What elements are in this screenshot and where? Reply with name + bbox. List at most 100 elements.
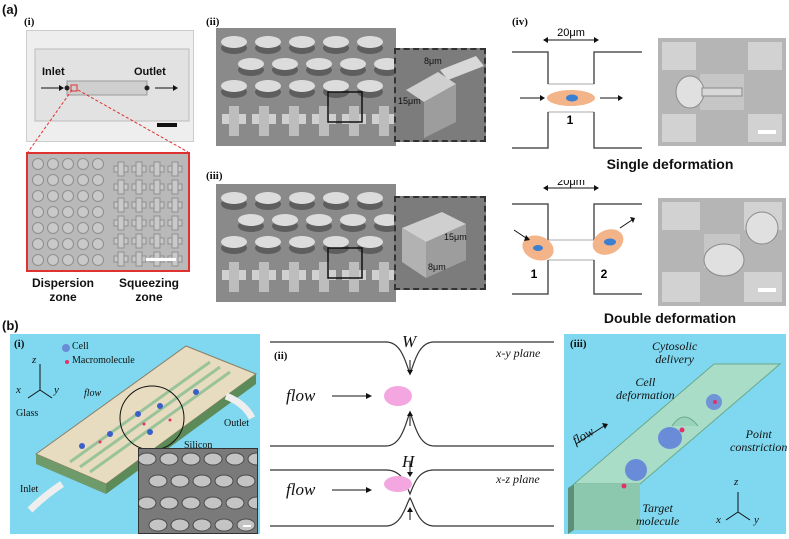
sem-b-pillar <box>214 474 234 488</box>
outlet-label-b: Outlet <box>224 418 249 429</box>
sem-pillar-top <box>255 80 281 92</box>
sem-pillar-top <box>374 214 396 226</box>
pillar-circle <box>62 206 74 218</box>
pillar-cross <box>135 251 143 267</box>
dim-8um-iii: 8μm <box>428 262 446 272</box>
panel-b-i-label: (i) <box>14 338 25 350</box>
sem-cross <box>349 106 359 136</box>
dim-15um-iii: 15μm <box>444 232 467 242</box>
target-molecule-label: Target molecule <box>636 501 680 528</box>
dispersion-zone-label: Dispersion zone <box>31 276 94 304</box>
cytosolic-delivery-label: Cytosolic delivery <box>652 339 698 366</box>
double-deformation-schematic: 20μm 1 2 <box>512 180 642 295</box>
sem-b-pillar <box>170 518 190 532</box>
sem-pillar-top <box>238 58 264 70</box>
axis-z-i: z <box>32 354 37 366</box>
axis-z-iii: z <box>734 476 739 488</box>
pillar-cross <box>153 233 161 249</box>
chip-outlet-label: Outlet <box>134 66 166 78</box>
sem-zoom-box <box>327 247 363 279</box>
sem-pillar-top <box>255 236 281 248</box>
zoom-lines <box>27 89 189 153</box>
pillar-cross <box>171 179 179 195</box>
sem-b-pillar <box>181 496 201 510</box>
pillar-circle <box>47 190 59 202</box>
sem-cross <box>379 106 389 136</box>
double-deformation-caption: Double deformation <box>603 310 737 326</box>
cell-1-label-single: 1 <box>567 113 574 127</box>
sem-b-pillar <box>148 518 168 532</box>
pillar-circle <box>92 190 104 202</box>
sem-pillar-top <box>289 192 315 204</box>
chip-inlet-label: Inlet <box>42 66 65 78</box>
sem-pillar-top <box>255 36 281 48</box>
pillar-cross <box>153 197 161 213</box>
sem-iii-inset-drawing <box>402 212 466 278</box>
pillar-cross <box>135 215 143 231</box>
sem-pillar-top <box>221 236 247 248</box>
pillar-circle <box>32 238 44 250</box>
pillar-circle <box>92 158 104 170</box>
sem-ii-inset-drawing <box>406 56 484 138</box>
panel-b-label: (b) <box>2 318 19 333</box>
scale-bar <box>146 258 176 261</box>
squeezing-zone-label: Squeezing zone <box>118 276 179 304</box>
sem-zoom-box <box>327 91 363 123</box>
pillar-circle <box>92 254 104 266</box>
pillar-circle <box>32 158 44 170</box>
cell-2-label-double: 2 <box>601 267 608 281</box>
pillar-cross <box>153 161 161 177</box>
pillar-circle <box>32 174 44 186</box>
glass-label: Glass <box>16 408 39 419</box>
sem-pillar-top <box>221 36 247 48</box>
pillar-circle <box>92 222 104 234</box>
sem-pillar-top <box>340 214 366 226</box>
sem-pillar-top <box>238 214 264 226</box>
pillar-cross <box>171 233 179 249</box>
single-deformation-micrograph <box>658 38 786 146</box>
pillar-circle <box>47 174 59 186</box>
sem-b-pillar <box>139 452 157 466</box>
sem-ii-inset <box>394 48 486 142</box>
pillar-pattern <box>32 158 183 267</box>
legend-macromolecule: Macromolecule <box>72 355 135 366</box>
sem-pillar-top <box>323 80 349 92</box>
cell-1-label-double: 1 <box>531 267 538 281</box>
sem-cross <box>289 106 299 136</box>
pillar-cross <box>135 179 143 195</box>
sem-cross <box>349 262 359 292</box>
pillar-cross <box>171 161 179 177</box>
pillar-circle <box>92 238 104 250</box>
pillar-cross <box>135 233 143 249</box>
inlet-label-b: Inlet <box>20 484 39 495</box>
sem-cross <box>229 106 239 136</box>
pillar-cross <box>135 161 143 177</box>
pillar-circle <box>47 254 59 266</box>
sem-pillar-top <box>323 192 349 204</box>
sem-b-pillar <box>148 474 168 488</box>
sem-pillar-top <box>221 80 247 92</box>
pillar-cross <box>153 179 161 195</box>
flow-label-i: flow <box>84 388 102 399</box>
sem-cross <box>379 262 389 292</box>
pillar-cross <box>171 197 179 213</box>
legend-cell: Cell <box>72 341 89 352</box>
pillar-circle <box>47 206 59 218</box>
pillar-cross <box>117 251 125 267</box>
panel-a-iii-label: (iii) <box>206 170 223 182</box>
sem-cross <box>319 106 329 136</box>
sem-pillar-top <box>357 80 383 92</box>
cell-deformation-label: Cell deformation <box>616 375 675 402</box>
pillar-circle <box>77 190 89 202</box>
pillar-circle <box>62 222 74 234</box>
pillar-circle <box>62 238 74 250</box>
pillar-circle <box>77 222 89 234</box>
sem-pillar-top <box>272 214 298 226</box>
sem-cross <box>289 262 299 292</box>
sem-pillar-top <box>289 80 315 92</box>
double-deformation-micrograph <box>658 198 786 306</box>
sem-cross <box>259 106 269 136</box>
pillar-circle <box>77 254 89 266</box>
pillar-cross <box>117 179 125 195</box>
sem-b-pillar <box>203 496 223 510</box>
